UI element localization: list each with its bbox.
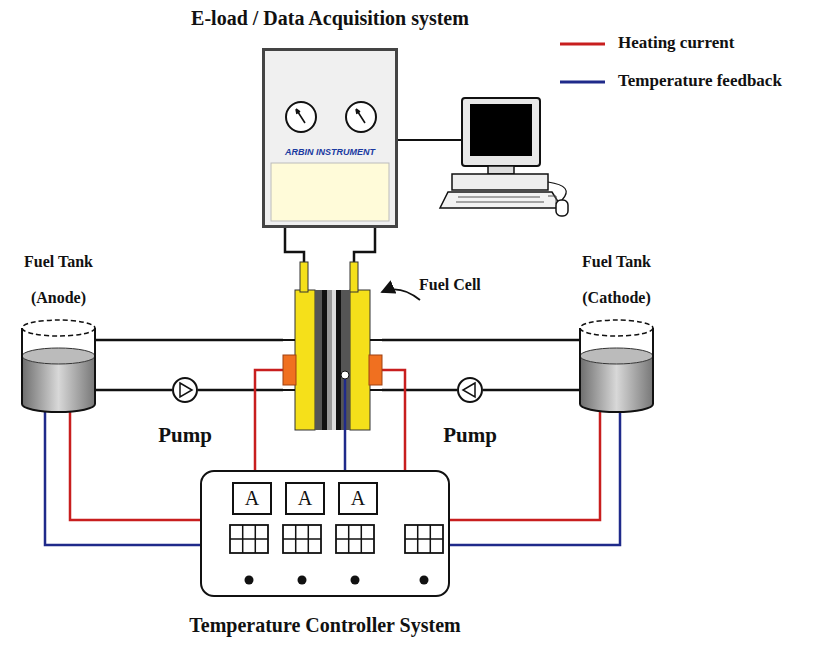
connector	[285, 228, 304, 262]
computer-illustration	[398, 98, 568, 216]
node-box: A	[338, 482, 378, 515]
legend-line-red	[560, 43, 605, 46]
controller-label: Temperature Controller System	[189, 614, 460, 637]
legend-text: Heating current	[618, 33, 734, 53]
pump-symbol	[459, 379, 481, 401]
connector	[344, 430, 347, 470]
connector	[483, 389, 580, 392]
node-box: A	[285, 482, 325, 515]
tank-label: Fuel Tank (Anode)	[12, 244, 105, 316]
fuel-cell-label: Fuel Cell	[419, 276, 481, 294]
pump-label: Pump	[443, 423, 497, 448]
pump-label: Pump	[158, 423, 212, 448]
connector	[95, 339, 283, 342]
node-box: Fuel Cell	[283, 262, 382, 430]
node-box: Fuel Tank (Anode)	[22, 320, 95, 412]
fuel-cell-drawing	[283, 262, 382, 430]
legend-line-blue	[560, 81, 605, 84]
connector	[382, 370, 405, 470]
connector	[382, 389, 457, 392]
connector	[198, 389, 283, 392]
connector	[255, 370, 283, 470]
pump-symbol	[174, 379, 196, 401]
connector	[382, 339, 580, 342]
connector	[354, 228, 375, 262]
node-box: A	[232, 482, 272, 515]
node-box: Temperature Controller SystemAAA	[200, 470, 450, 597]
connector	[95, 389, 172, 392]
ammeter-label: A	[351, 487, 365, 510]
node-box: Pump	[172, 377, 198, 403]
diagram-heading: E-load / Data Acquisition system	[191, 7, 469, 30]
node-box: Fuel Tank (Cathode)	[580, 320, 653, 412]
tank-drawing	[22, 320, 95, 412]
node-box: Pump	[457, 377, 483, 403]
instrument-drawing	[265, 51, 401, 231]
legend-text: Temperature feedback	[618, 71, 782, 91]
leader-arrow	[382, 289, 420, 300]
instrument-label: ARBIN INSTRUMENT	[265, 147, 395, 157]
tank-label: Fuel Tank (Cathode)	[570, 244, 663, 316]
node-box: E-load / Data Acquisition systemARBIN IN…	[262, 48, 398, 228]
ammeter-label: A	[245, 487, 259, 510]
tank-drawing	[580, 320, 653, 412]
ammeter-label: A	[298, 487, 312, 510]
